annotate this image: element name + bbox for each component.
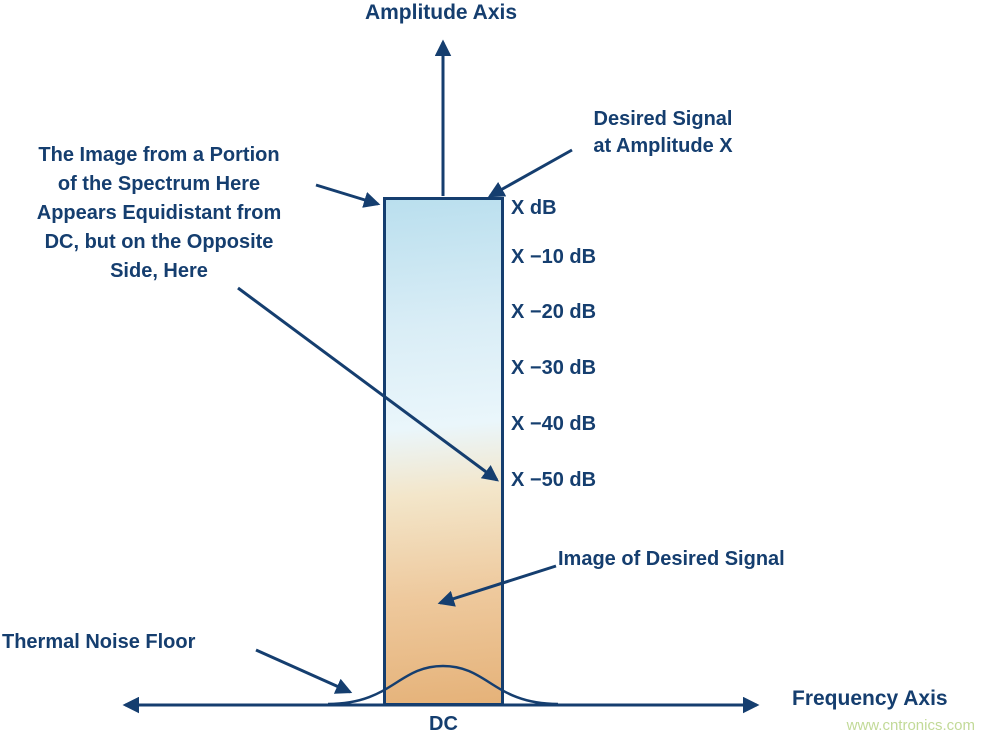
spectrum-bar [383,197,504,706]
db-label-4: X −40 dB [511,413,597,435]
watermark-text: www.cntronics.com [846,717,975,734]
db-label-3: X −30 dB [511,357,597,379]
thermal-noise-arrow [255,648,353,694]
db-label-1: X −10 dB [511,246,597,268]
desired-signal-annotation: Desired Signal at Amplitude X [593,108,733,157]
image-of-desired-annotation: Image of Desired Signal [558,548,785,570]
image-portion-arrow [315,183,381,208]
db-label-5: X −50 dB [511,469,597,491]
db-label-0: X dB [511,197,557,219]
thermal-noise-annotation: Thermal Noise Floor [2,631,196,653]
frequency-axis-title: Frequency Axis [792,687,948,710]
amplitude-axis-title: Amplitude Axis [364,1,518,24]
dc-label: DC [429,713,458,735]
image-portion-annotation: The Image from a Portion of the Spectrum… [36,144,282,282]
db-label-2: X −20 dB [511,301,597,323]
